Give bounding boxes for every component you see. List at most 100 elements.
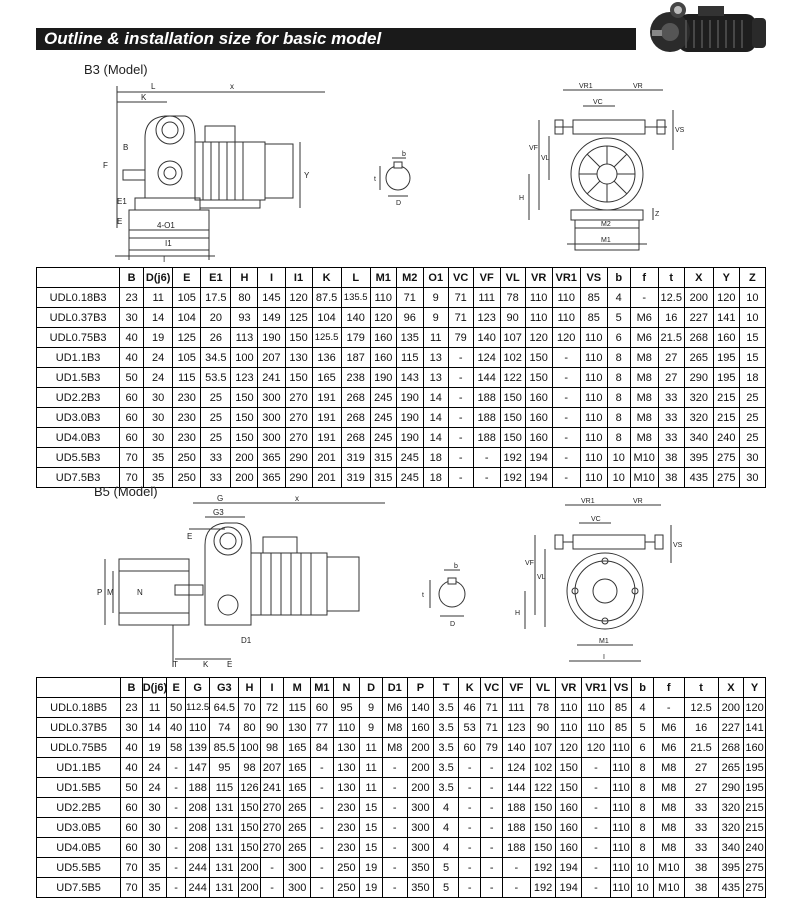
b3-header-cell: Y <box>712 267 740 288</box>
b3-header-cell: VR1 <box>551 267 581 288</box>
b5-value-cell: 340 <box>717 837 745 858</box>
b5-value-cell: - <box>457 757 482 778</box>
b5-value-cell: 15 <box>359 837 383 858</box>
b3-value-cell: 320 <box>683 407 714 428</box>
b3-value-cell: - <box>551 407 581 428</box>
b5-value-cell: 350 <box>406 857 435 878</box>
b5-value-cell: M6 <box>381 697 408 718</box>
b3-header-cell: M1 <box>369 267 397 288</box>
b3-value-cell: - <box>551 427 581 448</box>
b5-value-cell: - <box>581 877 611 898</box>
b5-value-cell: 122 <box>529 777 557 798</box>
b3-value-cell: M8 <box>629 367 659 388</box>
b5-value-cell: 192 <box>529 857 557 878</box>
b5-value-cell: 8 <box>631 797 654 818</box>
b5-value-cell: 300 <box>283 857 312 878</box>
b5-model-cell: UDL0.75B5 <box>35 737 122 758</box>
b3-value-cell: 160 <box>712 327 740 348</box>
b3-value-cell: 143 <box>395 367 424 388</box>
b3-value-cell: 30 <box>738 467 767 488</box>
b5-front-label-VF: VF <box>525 560 534 567</box>
b5-label-D1: D1 <box>241 636 252 645</box>
b5-value-cell: 195 <box>743 757 766 778</box>
b5-value-cell: 150 <box>238 837 261 858</box>
b5-header-cell: M <box>283 677 312 698</box>
b5-value-cell: 144 <box>502 777 531 798</box>
b3-value-cell: 71 <box>447 287 474 308</box>
b5-label-x: x <box>295 495 299 503</box>
b3-value-cell: 150 <box>499 427 526 448</box>
b3-value-cell: 268 <box>340 387 371 408</box>
b3-value-cell: 9 <box>422 307 449 328</box>
b5-front-label-VL: VL <box>537 574 546 581</box>
b3-value-cell: 18 <box>738 367 767 388</box>
b3-front-label-VL: VL <box>541 155 550 162</box>
b3-value-cell: 340 <box>683 427 714 448</box>
b5-value-cell: 60 <box>120 837 143 858</box>
b5-value-cell: 90 <box>529 717 557 738</box>
b3-value-cell: 27 <box>657 367 685 388</box>
b5-value-cell: 19 <box>359 857 383 878</box>
b3-value-cell: 120 <box>524 327 553 348</box>
b3-value-cell: 125 <box>172 327 202 348</box>
b5-value-cell: - <box>457 817 482 838</box>
b3-value-cell: 200 <box>230 447 259 468</box>
b3-value-cell: 110 <box>551 287 581 308</box>
b3-header-cell: VR <box>524 267 553 288</box>
b5-value-cell: 123 <box>502 717 531 738</box>
b5-value-cell: - <box>581 797 611 818</box>
b3-front-label-Z: Z <box>655 211 660 218</box>
b5-value-cell: 147 <box>184 757 211 778</box>
b5-header-cell: G <box>184 677 211 698</box>
b5-value-cell: 110 <box>609 877 633 898</box>
b3-value-cell: 120 <box>551 327 581 348</box>
b3-header-cell: L <box>340 267 371 288</box>
b3-value-cell: 141 <box>712 307 740 328</box>
b5-value-cell: M8 <box>381 737 408 758</box>
b5-header-cell: X <box>717 677 745 698</box>
b3-value-cell: 215 <box>712 387 740 408</box>
b3-header-cell: VL <box>499 267 526 288</box>
b3-value-cell: 200 <box>683 287 714 308</box>
b5-value-cell: - <box>652 697 685 718</box>
b5-header-cell <box>35 677 122 698</box>
b5-value-cell: - <box>480 837 503 858</box>
b5-header-cell: N <box>332 677 361 698</box>
b5-value-cell: 270 <box>259 797 285 818</box>
b5-value-cell: 30 <box>120 717 143 738</box>
b3-value-cell: 275 <box>712 467 740 488</box>
b3-model-cell: UDL0.75B3 <box>35 327 121 348</box>
b3-header-cell: X <box>683 267 714 288</box>
b5-header-cell: VR <box>555 677 583 698</box>
b3-label-E1: E1 <box>117 197 127 206</box>
b3-header-cell: b <box>606 267 631 288</box>
b5-value-cell: 150 <box>529 817 557 838</box>
b3-value-cell: 290 <box>284 447 313 468</box>
b5-front-label-VR1: VR1 <box>581 498 595 505</box>
b5-header-cell: f <box>652 677 685 698</box>
b3-value-cell: 25 <box>738 407 767 428</box>
b5-value-cell: 244 <box>184 857 211 878</box>
b5-value-cell: 110 <box>581 717 611 738</box>
b5-value-cell: 60 <box>120 817 143 838</box>
b3-value-cell: M6 <box>629 307 659 328</box>
b3-value-cell: - <box>447 447 474 468</box>
b5-value-cell: - <box>480 877 503 898</box>
b3-front-label-M2: M2 <box>601 221 611 228</box>
b3-front-label-VR: VR <box>633 83 643 90</box>
b3-header-cell: Z <box>738 267 767 288</box>
b5-value-cell: 40 <box>120 757 143 778</box>
b5-value-cell: - <box>581 757 611 778</box>
b3-value-cell: 110 <box>524 287 553 308</box>
b3-value-cell: 125.5 <box>311 327 342 348</box>
b3-value-cell: M8 <box>629 387 659 408</box>
b3-value-cell: 11 <box>422 327 449 348</box>
b3-value-cell: 150 <box>230 427 259 448</box>
b3-value-cell: 60 <box>119 407 145 428</box>
b5-value-cell: 160 <box>555 817 583 838</box>
b3-value-cell: 365 <box>257 467 286 488</box>
b3-value-cell: - <box>472 467 501 488</box>
